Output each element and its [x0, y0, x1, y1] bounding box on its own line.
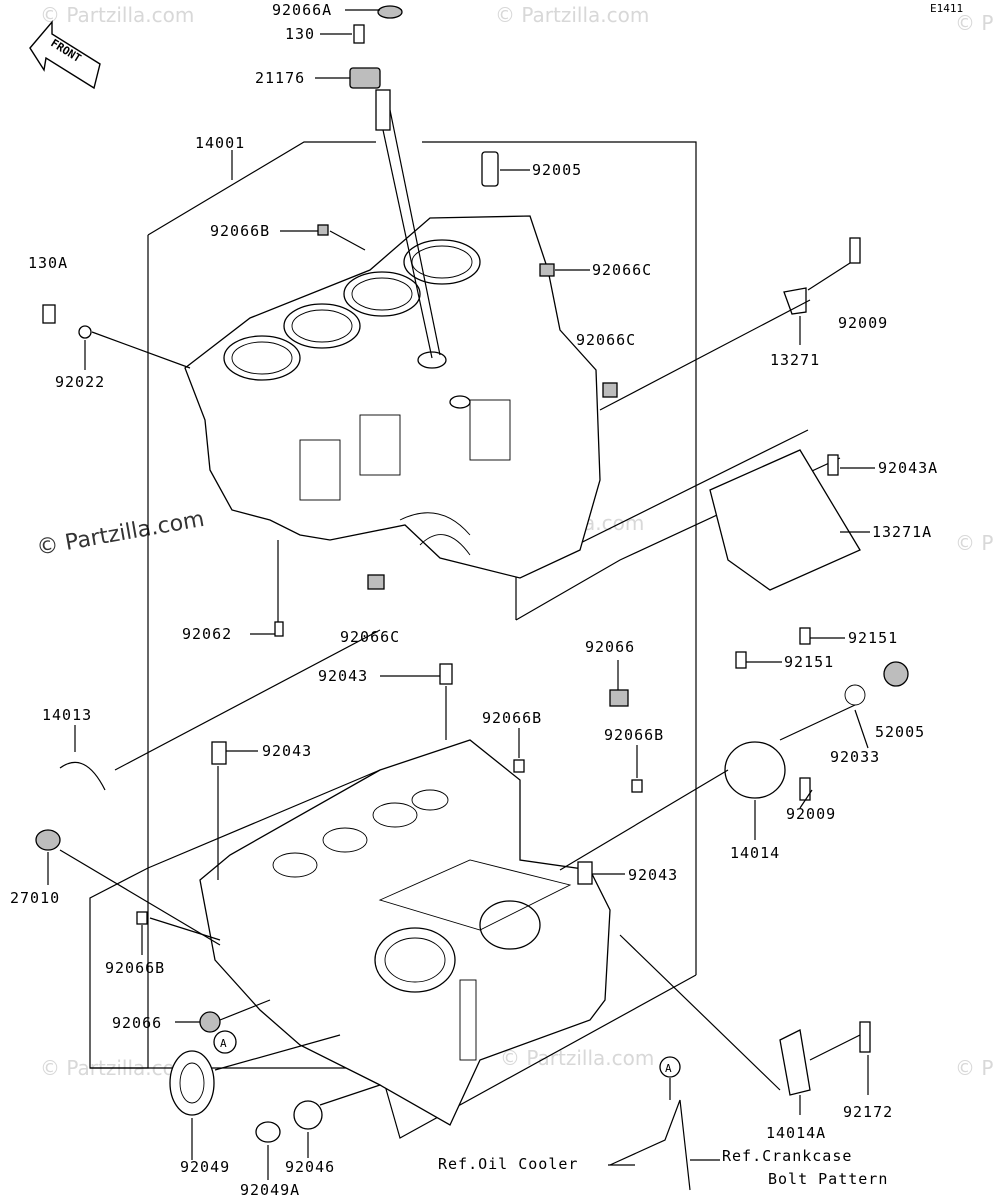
part-label: 92066C — [576, 331, 636, 349]
small-parts — [35, 5, 909, 1191]
upper-crankcase — [184, 215, 601, 579]
part-label: 92066 — [112, 1014, 162, 1032]
part-label: 13271A — [872, 523, 932, 541]
plate-13271a — [709, 449, 861, 591]
part-label: 92066A — [272, 1, 332, 19]
plug-92066c-b — [602, 382, 618, 398]
part-label: 27010 — [10, 889, 60, 907]
part-label: 92005 — [532, 161, 582, 179]
part-label: 92066B — [210, 222, 270, 240]
part-label: 92151 — [784, 653, 834, 671]
watermark: © Partzilla.com — [955, 1056, 993, 1080]
bolt-92151-a — [799, 627, 811, 645]
part-label: 13271 — [770, 351, 820, 369]
part-label: 92151 — [848, 629, 898, 647]
part-label: 92043 — [628, 866, 678, 884]
part-label: 130 — [285, 25, 315, 43]
part-label: 92043A — [878, 459, 938, 477]
plug-92066 — [609, 689, 629, 707]
ref-crankcase: Ref.Crankcase — [722, 1147, 852, 1165]
part-label: 92049 — [180, 1158, 230, 1176]
pin-92043-c — [577, 861, 593, 885]
dowel-92066b — [317, 224, 329, 236]
part-label: 92033 — [830, 748, 880, 766]
bracket-14014a — [779, 1029, 811, 1096]
oil-pipe — [349, 67, 441, 359]
callout-a-label: A — [220, 1037, 227, 1050]
pin-92043-a — [439, 663, 453, 685]
cover-14014 — [724, 741, 786, 799]
bolt-92062 — [274, 621, 284, 637]
part-label: 130A — [28, 254, 68, 272]
watermark: © Partzilla.com — [495, 3, 649, 27]
bearing-14013 — [59, 761, 106, 791]
sleeve-92005 — [481, 151, 499, 187]
assembly-brackets — [89, 141, 841, 1139]
dowel-92066b-r — [631, 779, 643, 793]
ref-bolt-pattern: Bolt Pattern — [768, 1170, 888, 1188]
callout-a-label: A — [665, 1062, 672, 1075]
part-label: 92049A — [240, 1181, 300, 1199]
part-label: 92046 — [285, 1158, 335, 1176]
part-label: 92043 — [318, 667, 368, 685]
dowel-92066b-mid — [513, 759, 525, 773]
reference-notes: Ref.Oil Cooler Ref.Crankcase Bolt Patter… — [438, 1147, 888, 1188]
seal-92049a — [255, 1121, 281, 1143]
part-label: 92043 — [262, 742, 312, 760]
leader-lines — [47, 9, 875, 1180]
bolt-130a — [42, 304, 56, 324]
part-label: 92066B — [604, 726, 664, 744]
part-label: 92062 — [182, 625, 232, 643]
watermark-main: © Partzilla.com — [35, 507, 207, 561]
part-label: 92022 — [55, 373, 105, 391]
part-label: 14001 — [195, 134, 245, 152]
part-label: 14014A — [766, 1124, 826, 1142]
diagram-code: E1411 — [930, 2, 963, 15]
part-label: 92066 — [585, 638, 635, 656]
callout-a-bottom — [659, 1056, 681, 1078]
plate-13271 — [783, 287, 807, 315]
bolt-92172 — [859, 1021, 871, 1053]
part-label: 92066B — [105, 959, 165, 977]
dowel-92066b-low — [136, 911, 148, 925]
plug-92066c — [539, 263, 555, 277]
oil-cooler-pipe — [609, 1099, 691, 1191]
watermark: © Partzilla.com — [955, 11, 993, 35]
part-labels: 92066A 130 21176 14001 92005 92066B 130A… — [10, 1, 938, 1199]
bearing-92046 — [293, 1100, 323, 1130]
lower-crankcase — [199, 739, 611, 1126]
watermark: © Partzilla.com — [40, 3, 194, 27]
part-label: 92172 — [843, 1103, 893, 1121]
washer-92022 — [78, 325, 92, 339]
plug-92066c-c — [367, 574, 385, 590]
pin-92043-b — [211, 741, 227, 765]
front-arrow-icon: FRONT — [29, 20, 101, 90]
part-label: 14013 — [42, 706, 92, 724]
watermark: © Partzilla.com — [500, 1046, 654, 1070]
part-label: 92066C — [340, 628, 400, 646]
part-label: 52005 — [875, 723, 925, 741]
part-label: 92066B — [482, 709, 542, 727]
part-label: 92009 — [786, 805, 836, 823]
switch-27010 — [35, 829, 61, 851]
bolt-130 — [353, 24, 365, 44]
cap-92066a — [377, 5, 403, 19]
pin-92043a — [827, 454, 839, 476]
plug-92066-low — [199, 1011, 221, 1033]
callout-a: A A — [213, 1030, 672, 1075]
part-label: 21176 — [255, 69, 305, 87]
part-label: 14014 — [730, 844, 780, 862]
bolt-92151-b — [735, 651, 747, 669]
clip-92033 — [844, 684, 866, 706]
bolt-92009-mid — [799, 777, 811, 801]
bolt-92009 — [849, 237, 861, 264]
seal-92049 — [169, 1050, 215, 1116]
part-label: 92009 — [838, 314, 888, 332]
watermark: © Partzilla.com — [955, 531, 993, 555]
ref-oil-cooler: Ref.Oil Cooler — [438, 1155, 578, 1173]
plug-52005 — [883, 661, 909, 687]
part-label: 92066C — [592, 261, 652, 279]
